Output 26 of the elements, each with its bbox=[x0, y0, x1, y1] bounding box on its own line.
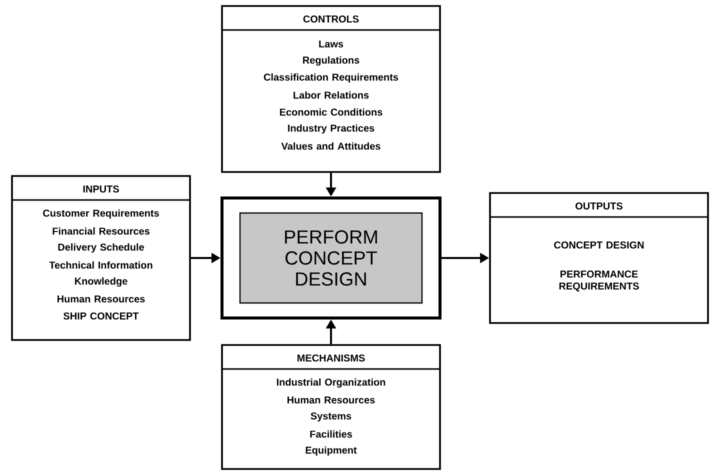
list-item: Classification Requirements bbox=[264, 73, 398, 83]
list-item: Laws bbox=[319, 40, 344, 48]
list-item: Equipment bbox=[306, 446, 357, 456]
list-item: Knowledge bbox=[75, 277, 128, 287]
list-item: Customer Requirements bbox=[43, 209, 159, 219]
list-item: Industry Practices bbox=[288, 124, 374, 134]
list-item: Labor Relations bbox=[294, 91, 369, 99]
box-heading: MECHANISMS bbox=[298, 354, 365, 362]
list-item: Human Resources bbox=[288, 396, 375, 404]
list-item: Financial Resources bbox=[52, 227, 150, 235]
list-item: Economic Conditions bbox=[280, 108, 382, 116]
list-item: Technical Information bbox=[49, 261, 152, 269]
inner-panel: PERFORM CONCEPT DESIGN bbox=[239, 212, 423, 304]
list-item: Regulations bbox=[303, 56, 360, 66]
box-heading: INPUTS bbox=[83, 185, 119, 193]
list-item: Human Resources bbox=[58, 296, 145, 302]
list-item: Values and Attitudes bbox=[281, 142, 380, 150]
list-item: Facilities bbox=[310, 430, 352, 438]
list-item: Systems bbox=[310, 412, 352, 422]
box-heading: CONTROLS bbox=[303, 15, 359, 23]
list-item: SHIP CONCEPT bbox=[64, 312, 139, 320]
list-item: PERFORMANCE REQUIREMENTS bbox=[559, 270, 639, 292]
box-heading: OUTPUTS bbox=[576, 202, 623, 210]
list-item: CONCEPT DESIGN bbox=[554, 241, 644, 249]
list-item: Delivery Schedule bbox=[58, 243, 144, 253]
list-item: Industrial Organization bbox=[276, 378, 386, 388]
